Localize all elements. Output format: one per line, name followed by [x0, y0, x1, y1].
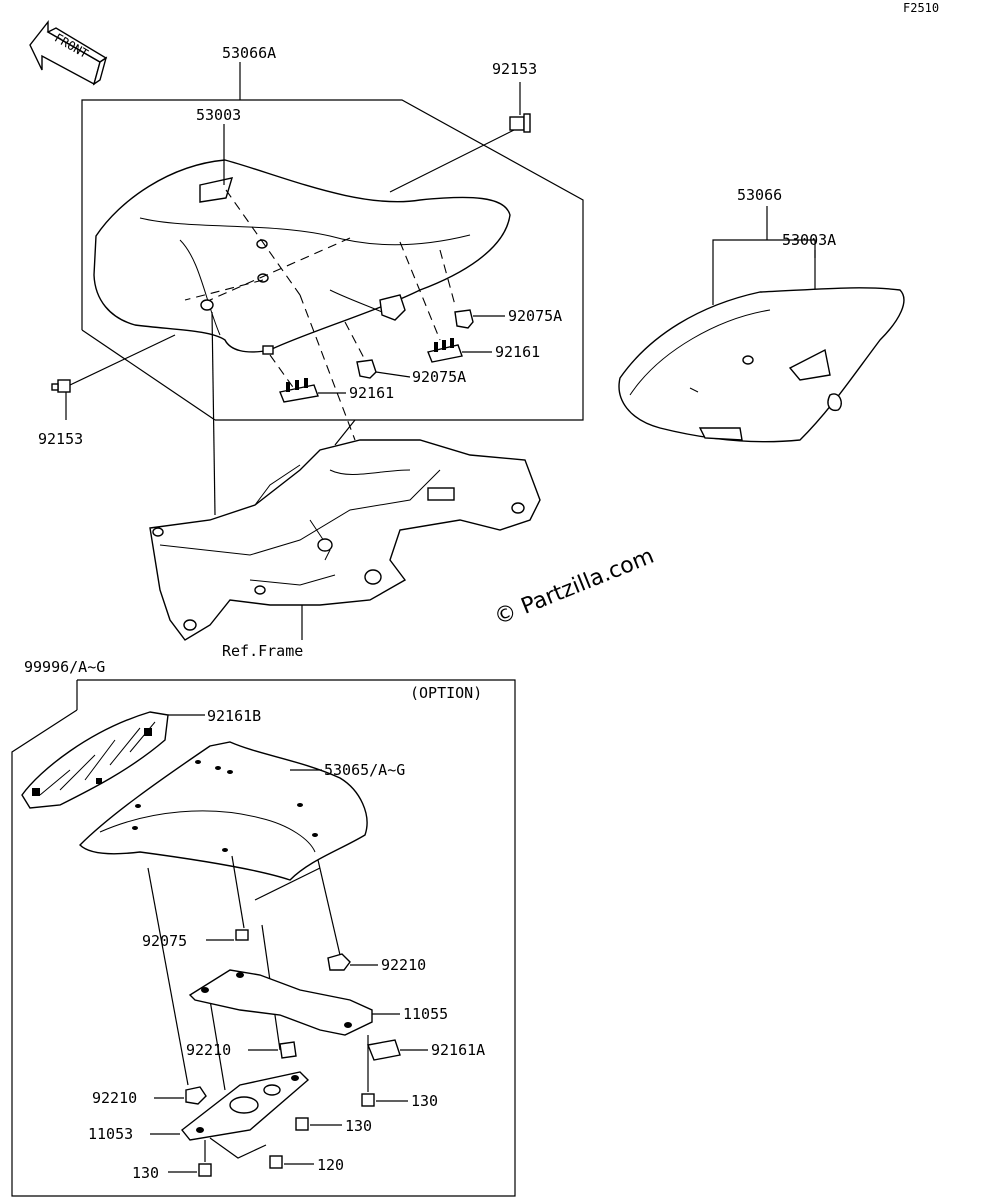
rear-seat-cover — [618, 287, 905, 443]
bolt-92075 — [235, 929, 249, 941]
main-seat — [93, 159, 511, 353]
bolt-130-mid — [295, 1117, 309, 1131]
callout-92161B: 92161B — [207, 707, 261, 725]
screw-92153-top — [509, 113, 531, 133]
nut-92210-lower — [185, 1086, 207, 1105]
callout-92153-left: 92153 — [38, 430, 83, 448]
damper-92161-right — [427, 338, 463, 363]
damper-92161A — [367, 1039, 401, 1061]
screw-92153-left — [51, 379, 71, 393]
callout-130-mid: 130 — [345, 1117, 372, 1135]
callout-53066: 53066 — [737, 186, 782, 204]
bolt-120 — [269, 1155, 283, 1169]
watermark: © Partzilla.com — [491, 544, 658, 631]
option-label: (OPTION) — [410, 684, 482, 702]
callout-92210-mid: 92210 — [186, 1041, 231, 1059]
main-seat-group: 53003 53066A 92153 92153 — [38, 44, 584, 516]
cushion-92075A-mid — [356, 359, 377, 379]
bracket-11055 — [188, 969, 373, 1036]
figure-code: F2510 — [903, 1, 939, 15]
callout-92075A-mid: 92075A — [412, 368, 466, 386]
callout-92153-top: 92153 — [492, 60, 537, 78]
callout-11055: 11055 — [403, 1005, 448, 1023]
callout-92210-lower: 92210 — [92, 1089, 137, 1107]
callout-53003A: 53003A — [782, 231, 836, 249]
callout-92161-left: 92161 — [349, 384, 394, 402]
callout-11053: 11053 — [88, 1125, 133, 1143]
callout-92161-right: 92161 — [495, 343, 540, 361]
callout-53066A: 53066A — [222, 44, 276, 62]
nut-92210-top — [327, 953, 351, 971]
callout-53065: 53065/A~G — [324, 761, 405, 779]
nut-92210-mid — [279, 1041, 297, 1059]
frame-ref — [149, 419, 541, 641]
callout-130-left: 130 — [132, 1164, 159, 1182]
bolt-130-right — [361, 1093, 375, 1107]
callout-92075A-right: 92075A — [508, 307, 562, 325]
seat-cowl-frame — [21, 711, 169, 809]
damper-92161-left — [279, 378, 319, 403]
callout-53003: 53003 — [196, 106, 241, 124]
front-arrow-icon: FRONT — [29, 19, 108, 86]
callout-120: 120 — [317, 1156, 344, 1174]
rear-cover-group: 53066 53003A — [618, 186, 905, 443]
option-group: 99996/A~G (OPTION) 92161B 53065/A~G — [11, 658, 516, 1197]
single-seat-cover — [79, 741, 368, 881]
cushion-92075A-right — [454, 309, 474, 329]
callout-99996: 99996/A~G — [24, 658, 105, 676]
callout-92161A: 92161A — [431, 1041, 485, 1059]
callout-130-right: 130 — [411, 1092, 438, 1110]
bolt-130-left — [198, 1163, 212, 1177]
callout-ref-frame: Ref.Frame — [222, 642, 303, 660]
callout-92210-top: 92210 — [381, 956, 426, 974]
callout-92075: 92075 — [142, 932, 187, 950]
